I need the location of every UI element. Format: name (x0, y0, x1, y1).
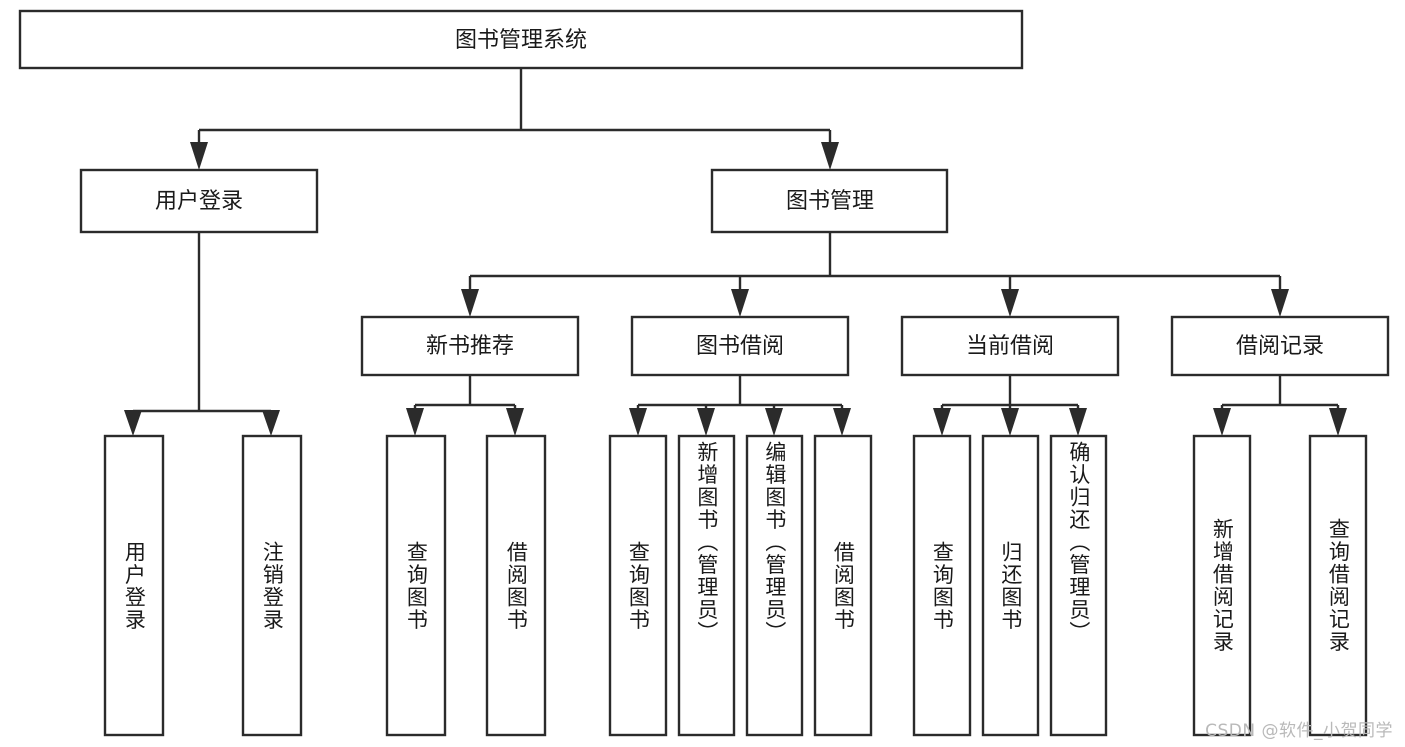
node-user-login-label: 用户登录 (155, 189, 243, 214)
connector-group-currentborrow (933, 375, 1087, 436)
arrowhead-level3-2 (731, 289, 749, 317)
node-user-login-box[interactable] (79, 168, 319, 234)
arrowhead-userlogin (190, 142, 208, 170)
node-book-borrow[interactable]: 图书借阅 (630, 315, 850, 377)
arrowhead-leaf-newbook-2 (506, 408, 524, 436)
node-book-management-label: 图书管理 (786, 189, 874, 214)
arrowhead-leaf-borrowrecord-1 (1213, 408, 1231, 436)
leaf-box-current-borrow-2[interactable] (981, 434, 1040, 737)
connector-group-userlogin (124, 232, 280, 436)
arrowhead-leaf-bookborrow-2 (697, 408, 715, 436)
node-user-login[interactable]: 用户登录 (79, 168, 319, 234)
node-book-management-box[interactable] (710, 168, 949, 234)
leaf-box-current-borrow-3[interactable] (1049, 434, 1108, 737)
arrowhead-leaf-user-login-2 (262, 410, 280, 436)
node-book-borrow-box[interactable] (630, 315, 850, 377)
leaf-box-new-book-2[interactable] (485, 434, 547, 737)
node-new-book-recommend-box[interactable] (360, 315, 580, 377)
node-book-borrow-label: 图书借阅 (696, 334, 784, 359)
arrowhead-leaf-currentborrow-1 (933, 408, 951, 436)
arrowhead-leaf-newbook-1 (406, 408, 424, 436)
leaf-box-user-login-2[interactable] (241, 434, 303, 737)
node-new-book-recommend[interactable]: 新书推荐 (360, 315, 580, 377)
connector-group-bookborrow (629, 375, 851, 436)
connector-group-root (190, 68, 839, 170)
arrowhead-leaf-user-login-1 (124, 410, 142, 436)
arrowhead-leaf-bookborrow-3 (765, 408, 783, 436)
leaf-box-book-borrow-1[interactable] (608, 434, 668, 737)
leaf-box-book-borrow-3[interactable] (745, 434, 804, 737)
arrowhead-level3-4 (1271, 289, 1289, 317)
connector-group-bookmgmt (461, 232, 1289, 317)
node-current-borrow[interactable]: 当前借阅 (900, 315, 1120, 377)
arrowhead-bookmgmt (821, 142, 839, 170)
arrowhead-leaf-currentborrow-2 (1001, 408, 1019, 436)
node-root-label: 图书管理系统 (455, 28, 587, 53)
node-root-box[interactable] (18, 9, 1024, 70)
leaf-box-new-book-1[interactable] (385, 434, 447, 737)
node-new-book-recommend-label: 新书推荐 (426, 334, 514, 359)
connector-group-newbook (406, 375, 524, 436)
leaf-box-borrow-record-2[interactable] (1308, 434, 1368, 737)
leaf-box-user-login-1[interactable] (103, 434, 165, 737)
arrowhead-leaf-bookborrow-1 (629, 408, 647, 436)
leaf-box-current-borrow-1[interactable] (912, 434, 972, 737)
leaf-box-borrow-record-1[interactable] (1192, 434, 1252, 737)
node-current-borrow-box[interactable] (900, 315, 1120, 377)
arrowhead-leaf-currentborrow-3 (1069, 408, 1087, 436)
arrowhead-leaf-borrowrecord-2 (1329, 408, 1347, 436)
node-borrow-record-box[interactable] (1170, 315, 1390, 377)
arrowhead-level3-3 (1001, 289, 1019, 317)
arrowhead-level3-1 (461, 289, 479, 317)
node-borrow-record-label: 借阅记录 (1236, 334, 1324, 359)
node-root[interactable]: 图书管理系统 (18, 9, 1024, 70)
connector-group-borrowrecord (1213, 375, 1347, 436)
arrowhead-leaf-bookborrow-4 (833, 408, 851, 436)
node-current-borrow-label: 当前借阅 (966, 334, 1054, 359)
node-book-management[interactable]: 图书管理 (710, 168, 949, 234)
leaf-box-book-borrow-2[interactable] (677, 434, 736, 737)
leaf-box-book-borrow-4[interactable] (813, 434, 873, 737)
node-borrow-record[interactable]: 借阅记录 (1170, 315, 1390, 377)
